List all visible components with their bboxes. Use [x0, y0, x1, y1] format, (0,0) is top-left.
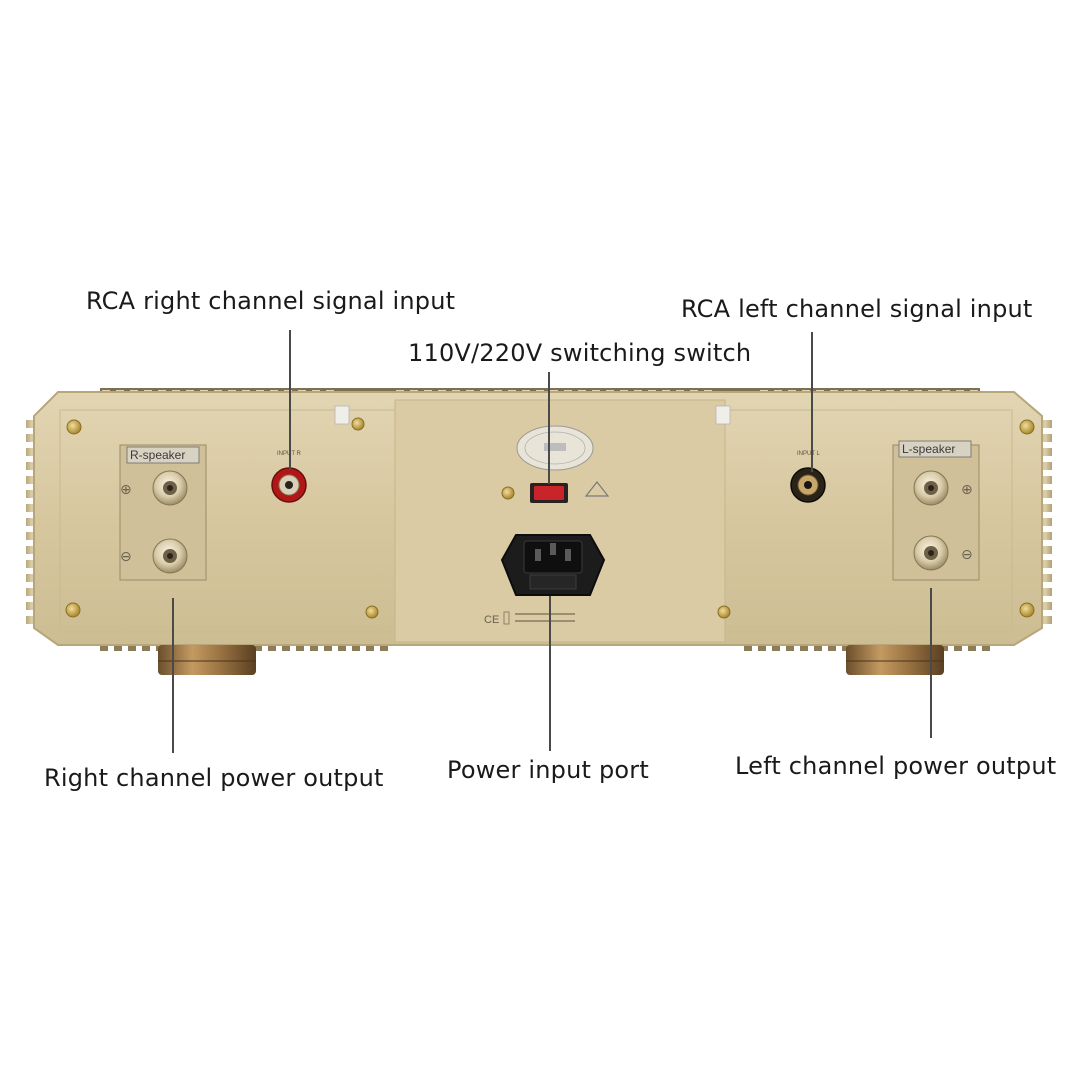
heatsink-fin: [1038, 602, 1052, 610]
callout-voltage-switch: 110V/220V switching switch: [408, 339, 752, 367]
iec-power-inlet: [500, 534, 606, 596]
screw: [1019, 419, 1035, 435]
heatsink-fin: [26, 434, 38, 442]
heatsink-fin: [1038, 588, 1052, 596]
r-speaker-label-plate: [126, 446, 200, 464]
inlet-pin: [550, 543, 556, 555]
heatsink-fin: [1038, 574, 1052, 582]
heatsink-fin: [26, 546, 38, 554]
caution-symbol-icon: [584, 481, 610, 497]
callout-rca-left-input: RCA left channel signal input: [681, 295, 1033, 323]
callout-power-input-port: Power input port: [447, 756, 649, 784]
heatsink-fin: [1038, 560, 1052, 568]
heatsink-fin: [26, 588, 38, 596]
input-l-label: INPUT L: [797, 451, 821, 457]
heatsink-fin: [26, 602, 38, 610]
heatsink-fin: [1038, 504, 1052, 512]
voltage-switch: [530, 483, 568, 503]
heatsink-fin: [1038, 518, 1052, 526]
plus-icon: ⊕: [120, 482, 132, 498]
heatsink-fin: [26, 476, 38, 484]
left-brass-foot: [158, 645, 256, 675]
leader-line-power-port: [549, 596, 551, 751]
heatsink-fin: [26, 490, 38, 498]
heatsink-fin: [1038, 616, 1052, 624]
heatsink-fin: [1038, 462, 1052, 470]
callout-left-power-output: Left channel power output: [735, 752, 1057, 780]
callout-rca-right-input: RCA right channel signal input: [86, 287, 456, 315]
rca-left-jack: INPUT L: [790, 451, 826, 503]
l-speaker-label-plate: [898, 440, 972, 458]
left-side-fins: [26, 420, 38, 624]
callout-right-power-output: Right channel power output: [44, 764, 384, 792]
heatsink-fin: [1038, 434, 1052, 442]
screw: [717, 605, 731, 619]
heatsink-fin: [26, 448, 38, 456]
svg-text:CE: CE: [484, 614, 499, 626]
ce-mark-icon: CE: [484, 611, 510, 626]
leader-line-voltage-switch: [548, 372, 550, 484]
heatsink-fin: [26, 616, 38, 624]
inlet-pin: [535, 549, 541, 561]
r-speaker-terminal-block: R-speaker ⊕ ⊖: [119, 444, 207, 581]
minus-icon: ⊖: [120, 549, 132, 565]
r-speaker-label: R-speaker: [130, 448, 185, 462]
screw: [351, 417, 365, 431]
screw: [1019, 602, 1035, 618]
screw: [501, 486, 515, 500]
panel-screws: [65, 417, 1035, 619]
leader-line-rca-right: [289, 330, 291, 470]
heatsink-fin: [26, 574, 38, 582]
screw: [65, 602, 81, 618]
heatsink-fin: [26, 462, 38, 470]
leader-line-rca-left: [811, 332, 813, 472]
leader-line-left-power: [930, 588, 932, 738]
voltage-switch-rocker: [534, 486, 564, 500]
heatsink-fin: [26, 560, 38, 568]
fuse-drawer: [529, 574, 577, 590]
heatsink-fin: [1038, 546, 1052, 554]
screw: [365, 605, 379, 619]
minus-icon: ⊖: [961, 547, 973, 563]
heatsink-fin: [26, 504, 38, 512]
heatsink-fin: [1038, 420, 1052, 428]
plus-icon: ⊕: [961, 482, 973, 498]
heatsink-fin: [1038, 490, 1052, 498]
right-side-fins: [1038, 420, 1052, 624]
leader-line-right-power: [172, 598, 174, 753]
heatsink-fin: [1038, 532, 1052, 540]
heatsink-fin: [26, 532, 38, 540]
heatsink-fin: [26, 420, 38, 428]
heatsink-fin: [26, 518, 38, 526]
l-speaker-label: L-speaker: [902, 442, 955, 456]
right-brass-foot: [846, 645, 944, 675]
rating-plate-lines: [515, 613, 575, 622]
small-sticker: [334, 405, 731, 425]
l-speaker-terminal-block: L-speaker ⊕ ⊖: [892, 440, 980, 581]
heatsink-fin: [1038, 448, 1052, 456]
inlet-pin: [565, 549, 571, 561]
screw: [66, 419, 82, 435]
quality-sticker: [516, 425, 594, 471]
heatsink-fin: [1038, 476, 1052, 484]
